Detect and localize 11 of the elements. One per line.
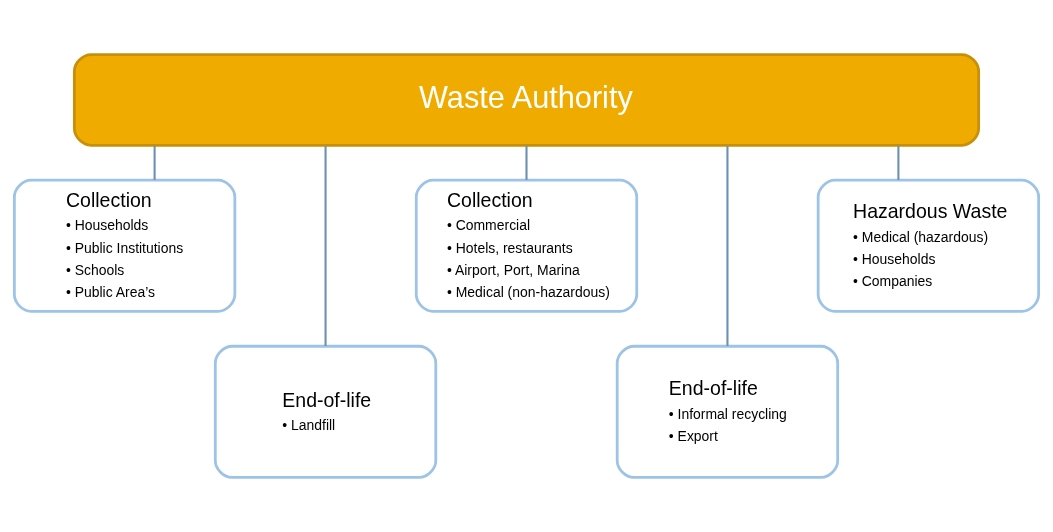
node-box: Hazardous Waste • Medical (hazardous) • Households • Companies (816, 178, 1041, 313)
connector (153, 145, 156, 180)
connector (525, 145, 528, 180)
connector (726, 145, 729, 346)
node-box: Collection • Commercial • Hotels, restaurants • Airport, Port, Marina • Medical (non-hazardous) (414, 178, 639, 313)
node-box: End-of-life • Informal recycling • Export (615, 344, 840, 479)
connector (324, 145, 327, 346)
connector (897, 145, 900, 180)
node-box: End-of-life • Landfill (213, 344, 438, 479)
node-box: Collection • Households • Public Institutions • Schools • Public Area’s (12, 178, 237, 313)
node-box: Waste Authority (72, 53, 981, 147)
